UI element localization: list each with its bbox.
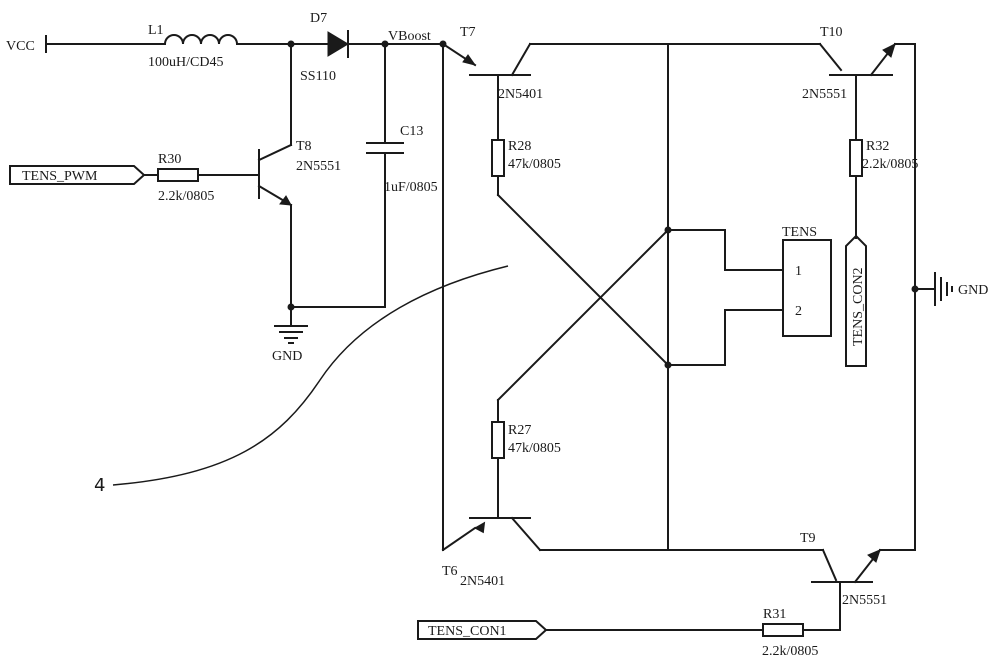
t7-ref: T7: [460, 25, 476, 40]
tens-con2-port: TENS_CON2: [846, 236, 866, 366]
l1-value: 100uH/CD45: [148, 55, 223, 70]
tens-pin1: 1: [795, 264, 802, 279]
t7-value: 2N5401: [498, 87, 543, 102]
t9-ref: T9: [800, 531, 816, 546]
transistor-t10: T10 2N5551: [802, 25, 915, 140]
ground-left: GND: [272, 304, 385, 365]
t8-ref: T8: [296, 139, 312, 154]
tens-con2-label: TENS_CON2: [851, 267, 866, 346]
c13-ref: C13: [400, 124, 423, 139]
gnd-left-label: GND: [272, 349, 302, 364]
r31-value: 2.2k/0805: [762, 644, 818, 659]
t6-value: 2N5401: [460, 574, 505, 589]
d7-value: SS110: [300, 69, 336, 84]
resistor-r27: R27 47k/0805: [492, 400, 561, 518]
r31-ref: R31: [763, 607, 786, 622]
tens-pwm-port: TENS_PWM: [10, 166, 158, 184]
capacitor-c13: C13 1uF/0805: [367, 41, 438, 308]
vcc-port: VCC: [6, 36, 165, 54]
callout-annotation: 4: [94, 266, 508, 496]
inductor-l1: L1 100uH/CD45: [148, 23, 328, 70]
tens-con1-port: TENS_CON1: [418, 621, 763, 639]
t10-value: 2N5551: [802, 87, 847, 102]
r32-ref: R32: [866, 139, 889, 154]
transistor-t7: T7 2N5401: [460, 25, 820, 140]
vcc-label: VCC: [6, 39, 35, 54]
gnd-right-label: GND: [958, 283, 988, 298]
d7-ref: D7: [310, 11, 327, 26]
resistor-r32: R32 2.2k/0805: [850, 139, 918, 238]
r27-value: 47k/0805: [508, 441, 561, 456]
r28-value: 47k/0805: [508, 157, 561, 172]
diode-d7: D7 SS110: [300, 11, 443, 84]
resistor-r28: R28 47k/0805: [492, 139, 561, 195]
t8-value: 2N5551: [296, 159, 341, 174]
r30-ref: R30: [158, 152, 181, 167]
wire: [443, 528, 475, 550]
l1-ref: L1: [148, 23, 164, 38]
transistor-t8: T8 2N5551: [259, 139, 341, 307]
tens-pin2: 2: [795, 304, 802, 319]
vboost-label: VBoost: [388, 29, 431, 44]
resistor-r31: R31 2.2k/0805: [762, 607, 840, 659]
t6-ref: T6: [442, 564, 458, 579]
r27-ref: R27: [508, 423, 531, 438]
t10-ref: T10: [820, 25, 843, 40]
callout-number: 4: [94, 475, 105, 496]
c13-value: 1uF/0805: [384, 180, 438, 195]
transistor-t6: T6 2N5401: [442, 518, 823, 589]
tens-pwm-label: TENS_PWM: [22, 169, 98, 184]
t9-value: 2N5551: [842, 593, 887, 608]
r32-value: 2.2k/0805: [862, 157, 918, 172]
r28-ref: R28: [508, 139, 531, 154]
cross-wire-a: [498, 195, 668, 365]
cross-wire-b: [498, 230, 668, 400]
transistor-t9: T9 2N5551: [800, 531, 915, 628]
tens-con1-label: TENS_CON1: [428, 624, 507, 639]
ground-right: GND: [912, 44, 989, 550]
r30-value: 2.2k/0805: [158, 189, 214, 204]
tens-ref: TENS: [782, 225, 817, 240]
resistor-r30: R30 2.2k/0805: [158, 152, 259, 204]
tens-connector: TENS 1 2: [668, 225, 831, 365]
